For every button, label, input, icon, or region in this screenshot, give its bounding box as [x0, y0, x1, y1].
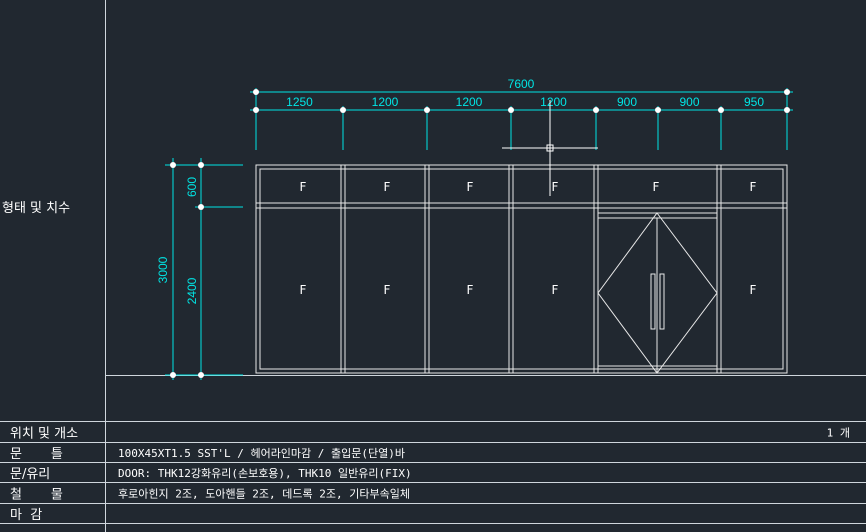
dimension-point: [593, 107, 599, 113]
spec-row-label: 문 틀: [10, 447, 63, 462]
segment-width-label: 1200: [540, 95, 567, 109]
segment-width-label: 900: [679, 95, 699, 109]
panel-labels: F F F F F F F F F F F: [300, 180, 757, 297]
dimension-point: [655, 107, 661, 113]
panel-mark: F: [300, 180, 307, 194]
panel-mark: F: [467, 283, 474, 297]
panel-mark: F: [653, 180, 660, 194]
dimension-point: [253, 107, 259, 113]
outer-frame: [255, 164, 788, 374]
spec-table: 위치 및 개소 1 개문 틀 100X45XT1.5 SST'L / 헤어라인마감 …: [10, 427, 850, 524]
panel-mark: F: [384, 283, 391, 297]
spec-row-label: 위치 및 개소: [10, 427, 78, 442]
overall-height-label: 3000: [156, 256, 170, 283]
dimension-point: [340, 107, 346, 113]
dimension-point: [424, 107, 430, 113]
spec-row-value: 후로아힌지 2조, 도아핸들 2조, 데드록 2조, 기타부속일체: [118, 487, 410, 501]
segment-width-labels: 1250 1200 1200 1200 900 900 950: [286, 95, 764, 109]
spec-row: 문 틀 100X45XT1.5 SST'L / 헤어라인마감 / 출입문(단열)바: [10, 447, 405, 462]
dimension-lines: [165, 88, 793, 380]
spec-row-label: 철 물: [10, 488, 63, 503]
panel-mark: F: [552, 180, 559, 194]
dimension-point: [198, 162, 204, 168]
dimension-point: [170, 162, 176, 168]
segment-width-label: 1250: [286, 95, 313, 109]
spec-row-label: 문/유리: [10, 467, 50, 482]
spec-row: 철 물 후로아힌지 2조, 도아핸들 2조, 데드록 2조, 기타부속일체: [10, 487, 410, 503]
door-handle-left: [650, 273, 656, 330]
segment-width-label: 950: [744, 95, 764, 109]
segment-width-label: 1200: [372, 95, 399, 109]
segment-width-label: 1200: [456, 95, 483, 109]
spec-row-count: 1 개: [827, 427, 850, 440]
dimension-points: [170, 89, 790, 378]
dimension-point: [198, 372, 204, 378]
spec-row: 마 감: [10, 508, 42, 523]
door-height-label: 2400: [185, 277, 199, 304]
panel-mark: F: [750, 180, 757, 194]
panel-mark: F: [467, 180, 474, 194]
spec-row-value: DOOR: THK12강화유리(손보호용), THK10 일반유리(FIX): [118, 466, 412, 480]
panel-mark: F: [384, 180, 391, 194]
dimension-point: [253, 89, 259, 95]
overall-width-label: 7600: [508, 77, 535, 91]
dimension-point: [170, 372, 176, 378]
panel-mark: F: [300, 283, 307, 297]
dimension-point: [784, 89, 790, 95]
spec-row-value: 100X45XT1.5 SST'L / 헤어라인마감 / 출입문(단열)바: [118, 447, 405, 460]
panel-mark: F: [750, 283, 757, 297]
spec-row: 문/유리 DOOR: THK12강화유리(손보호용), THK10 일반유리(FI…: [10, 466, 412, 482]
dimension-point: [198, 204, 204, 210]
door-swing-indicator: [597, 212, 718, 374]
dimension-point: [718, 107, 724, 113]
panel-mark: F: [552, 283, 559, 297]
crosshair-cursor-icon: [502, 100, 598, 196]
section-label: 형태 및 치수: [2, 201, 70, 216]
transom-height-label: 600: [185, 177, 199, 197]
inner-frame: [259, 168, 784, 370]
storefront-elevation: [255, 164, 788, 374]
segment-width-label: 900: [617, 95, 637, 109]
spec-row-label: 마 감: [10, 508, 42, 523]
door-handle-right: [659, 273, 665, 330]
dimension-point: [508, 107, 514, 113]
spec-row: 위치 및 개소 1 개: [10, 427, 850, 442]
dimension-point: [784, 107, 790, 113]
